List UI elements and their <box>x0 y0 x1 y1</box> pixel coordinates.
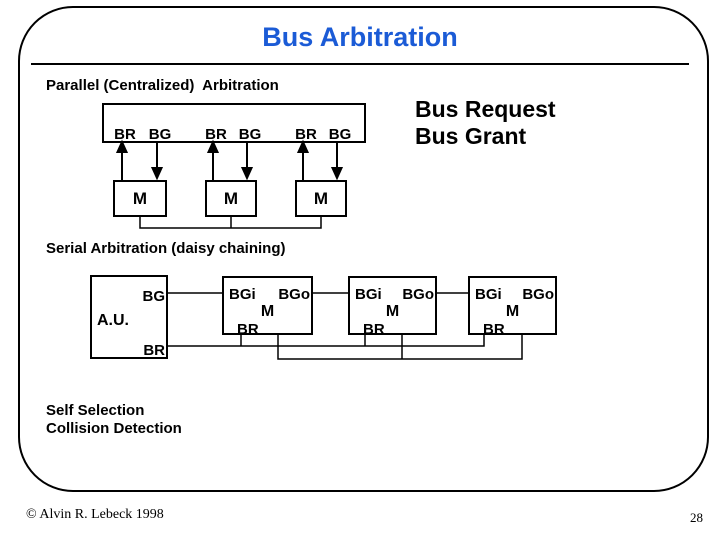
grant-in-pin-label: BGi <box>475 286 502 303</box>
module-label: M <box>313 188 329 208</box>
grant-in-pin-label: BGi <box>229 286 256 303</box>
grant-out-pin-label: BGo <box>278 286 310 303</box>
au-grant-pin-label: BG <box>142 288 166 305</box>
module-label: M <box>132 188 148 208</box>
central-arbiter-box <box>102 103 366 143</box>
arbitration-unit-box: BG A.U. BR <box>90 275 168 359</box>
slide-border <box>18 6 709 492</box>
module-label: M <box>505 303 520 320</box>
collision-detection-note: Collision Detection <box>46 420 182 437</box>
bus-signals-note: Bus Request Bus Grant <box>415 96 556 150</box>
other-schemes-notes: Self Selection Collision Detection <box>46 402 182 438</box>
pin-label-bg-3: BG <box>328 126 352 143</box>
bus-grant-note-line: Bus Grant <box>415 123 527 149</box>
request-pin-label: BR <box>483 321 505 338</box>
parallel-module-box-1: M <box>113 180 167 217</box>
pin-label-br-1: BR <box>114 126 136 143</box>
request-pin-label: BR <box>237 321 259 338</box>
module-label: M <box>385 303 400 320</box>
title-divider-line <box>31 63 689 65</box>
pin-label-br-3: BR <box>295 126 317 143</box>
pin-label-bg-1: BG <box>148 126 172 143</box>
serial-section-heading: Serial Arbitration (daisy chaining) <box>46 240 286 257</box>
parallel-module-box-2: M <box>205 180 257 217</box>
pin-label-bg-2: BG <box>238 126 262 143</box>
request-pin-label: BR <box>363 321 385 338</box>
au-request-pin-label: BR <box>143 342 165 359</box>
serial-module-box-2: BGi BGo M BR <box>348 276 437 338</box>
grant-out-pin-label: BGo <box>402 286 434 303</box>
serial-module-box-3: BGi BGo M BR <box>468 276 557 338</box>
bus-request-note-line: Bus Request <box>415 96 556 122</box>
parallel-module-box-3: M <box>295 180 347 217</box>
grant-out-pin-label: BGo <box>522 286 554 303</box>
module-label: M <box>260 303 275 320</box>
grant-in-pin-label: BGi <box>355 286 382 303</box>
module-label: M <box>223 188 239 208</box>
serial-module-box-1: BGi BGo M BR <box>222 276 313 338</box>
slide-title: Bus Arbitration <box>262 22 458 52</box>
parallel-section-heading: Parallel (Centralized) Arbitration <box>46 77 279 94</box>
pin-label-br-2: BR <box>205 126 227 143</box>
self-selection-note: Self Selection <box>46 402 145 419</box>
page-number: 28 <box>690 510 703 525</box>
au-name-label: A.U. <box>97 312 129 329</box>
copyright-text: © Alvin R. Lebeck 1998 <box>26 507 164 522</box>
